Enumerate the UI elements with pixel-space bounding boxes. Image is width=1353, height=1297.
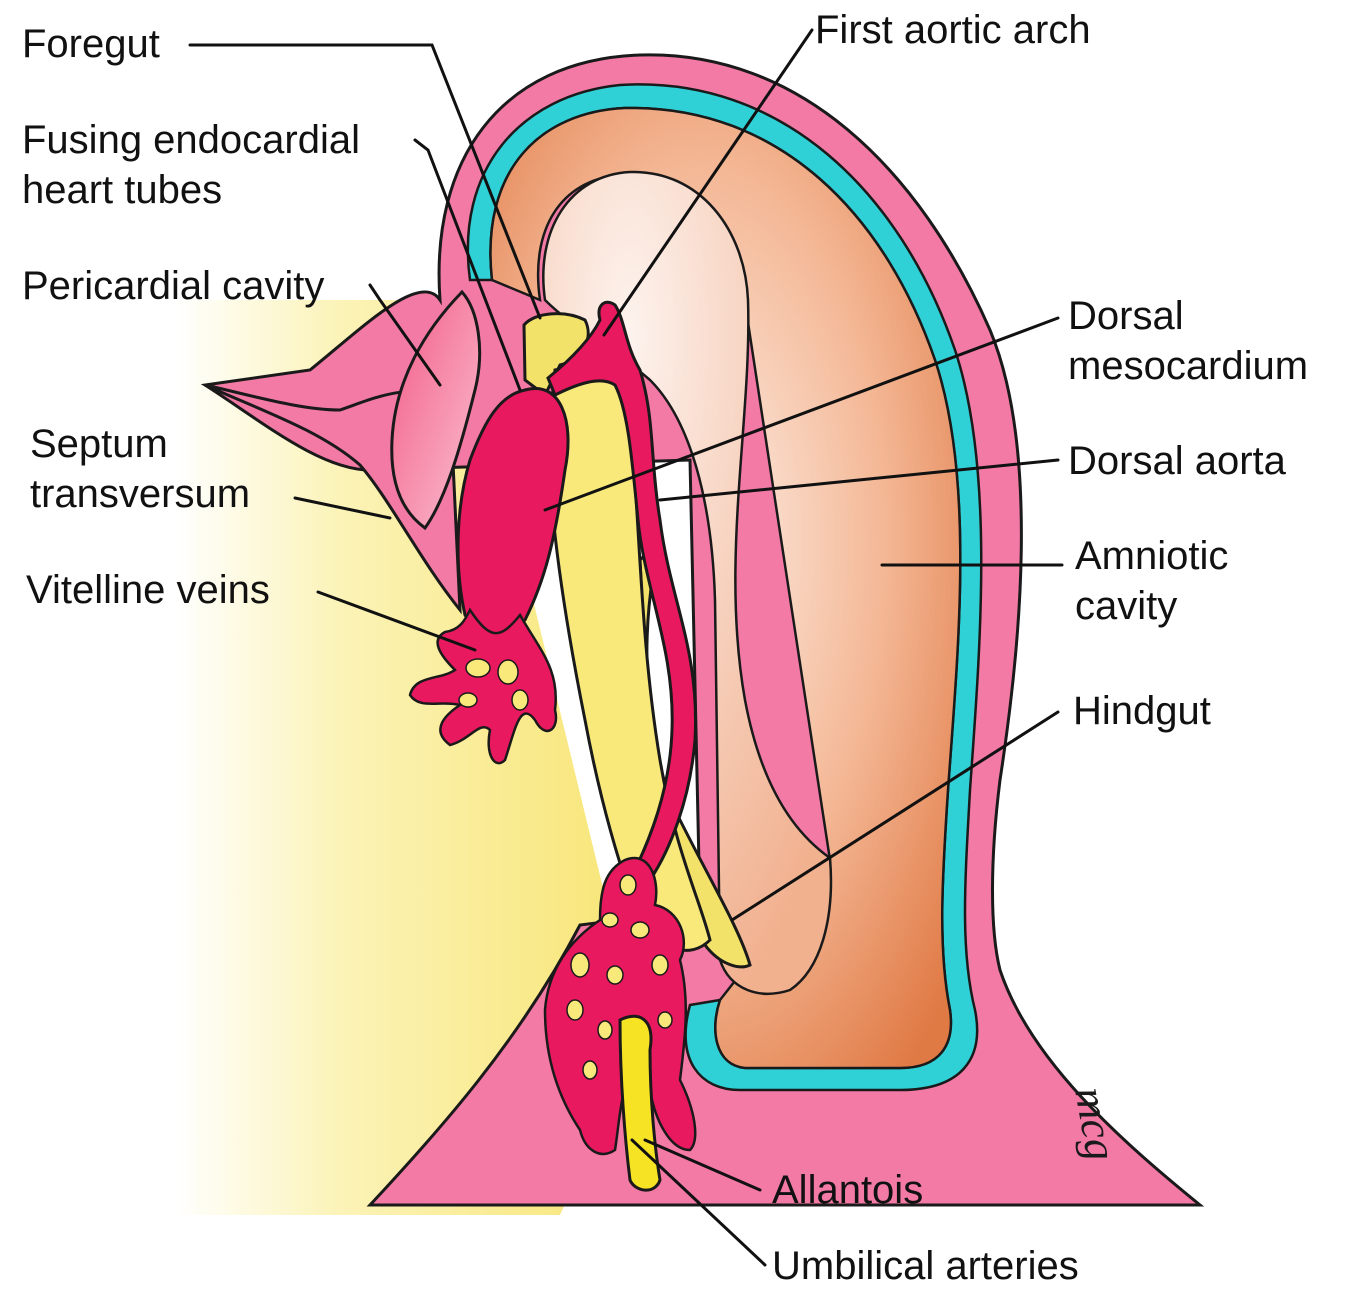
label-fusing-tubes-line2: heart tubes — [22, 166, 222, 214]
label-dorsal-mesocardium-line2: mesocardium — [1068, 342, 1308, 390]
label-vitelline-veins: Vitelline veins — [26, 566, 270, 614]
label-foregut: Foregut — [22, 20, 160, 68]
label-septum-line1: Septum — [30, 420, 168, 468]
label-pericardial-cavity: Pericardial cavity — [22, 262, 324, 310]
label-fusing-tubes-line1: Fusing endocardial — [22, 116, 360, 164]
label-amniotic-line2: cavity — [1075, 582, 1177, 630]
label-hindgut: Hindgut — [1073, 687, 1211, 735]
label-dorsal-aorta: Dorsal aorta — [1068, 437, 1286, 485]
label-allantois: Allantois — [772, 1166, 923, 1214]
label-septum-line2: transversum — [30, 470, 250, 518]
label-umbilical-arteries: Umbilical arteries — [772, 1242, 1079, 1290]
label-dorsal-mesocardium-line1: Dorsal — [1068, 292, 1184, 340]
label-amniotic-line1: Amniotic — [1075, 532, 1228, 580]
label-first-aortic-arch: First aortic arch — [815, 6, 1091, 54]
